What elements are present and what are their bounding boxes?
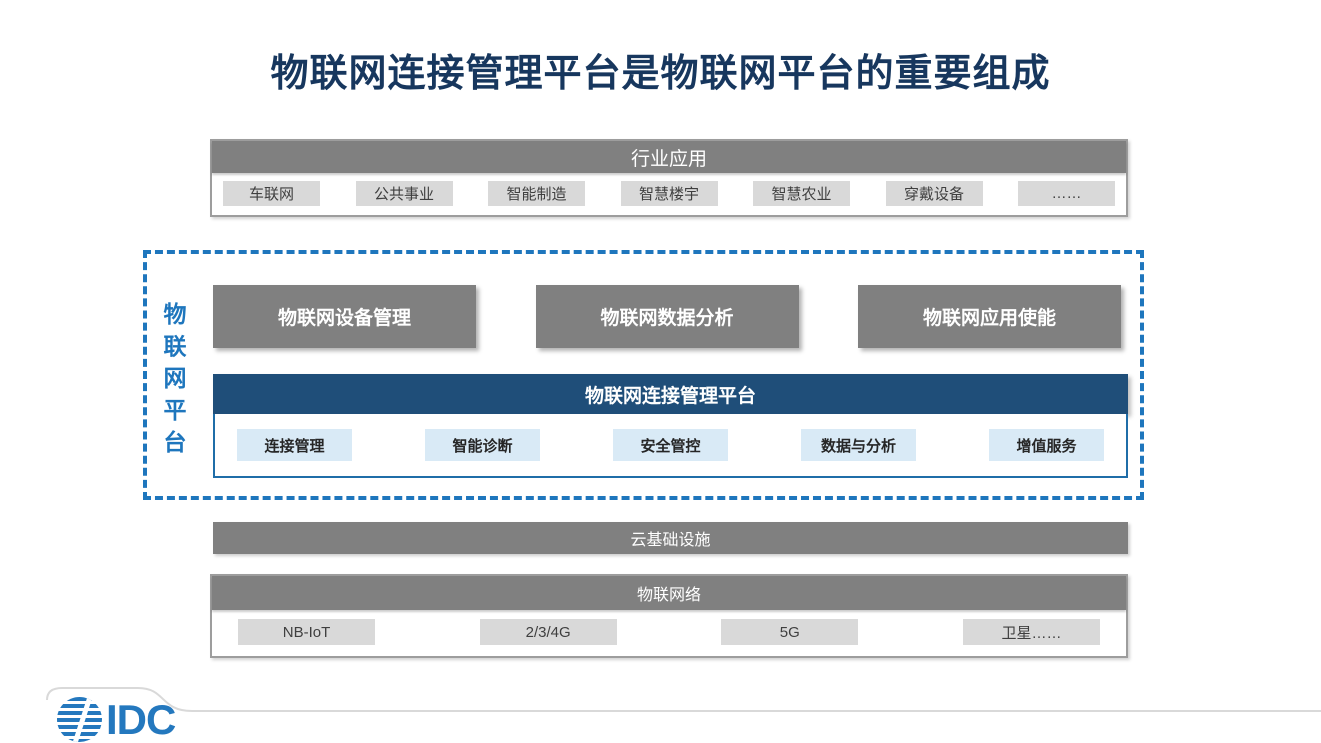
feature-smart-diagnosis: 智能诊断 <box>425 429 540 461</box>
iot-network-header: 物联网络 <box>212 576 1126 610</box>
connection-mgmt-platform-bar: 物联网连接管理平台 <box>213 374 1128 414</box>
iot-platform-modules: 物联网设备管理 物联网数据分析 物联网应用使能 <box>213 285 1121 348</box>
industry-apps-section: 行业应用 车联网 公共事业 智能制造 智慧楼宇 智慧农业 穿戴设备 …… <box>210 139 1128 217</box>
module-device-management: 物联网设备管理 <box>213 285 476 348</box>
industry-app-item-agriculture: 智慧农业 <box>753 180 850 206</box>
network-item-5g: 5G <box>721 619 859 645</box>
iot-platform-container: 物联网平台 物联网设备管理 物联网数据分析 物联网应用使能 物联网连接管理平台 … <box>143 250 1144 500</box>
industry-apps-header: 行业应用 <box>212 141 1126 173</box>
idc-logo: IDC <box>57 695 176 743</box>
iot-platform-label: 物联网平台 <box>160 302 186 462</box>
feature-data-analysis: 数据与分析 <box>801 429 916 461</box>
idc-logo-text: IDC <box>106 695 176 743</box>
module-data-analytics: 物联网数据分析 <box>535 285 799 348</box>
footer-divider-curve <box>46 687 1321 712</box>
iot-network-section: 物联网络 NB-IoT 2/3/4G 5G 卫星…… <box>210 574 1128 658</box>
network-item-234g: 2/3/4G <box>479 619 617 645</box>
industry-app-item-more: …… <box>1018 180 1115 206</box>
industry-app-item-buildings: 智慧楼宇 <box>620 180 718 206</box>
connection-mgmt-features: 连接管理 智能诊断 安全管控 数据与分析 增值服务 <box>213 414 1128 478</box>
cloud-infrastructure-bar: 云基础设施 <box>213 522 1128 554</box>
industry-app-item-manufacturing: 智能制造 <box>488 180 585 206</box>
idc-globe-icon <box>57 697 102 742</box>
feature-value-added-services: 增值服务 <box>989 429 1104 461</box>
industry-app-item-utilities: 公共事业 <box>355 180 453 206</box>
feature-security-control: 安全管控 <box>613 429 728 461</box>
network-item-satellite: 卫星…… <box>962 619 1100 645</box>
module-app-enablement: 物联网应用使能 <box>858 285 1121 348</box>
industry-app-item-wearables: 穿戴设备 <box>885 180 983 206</box>
iot-network-list: NB-IoT 2/3/4G 5G 卫星…… <box>212 610 1126 654</box>
industry-app-item-vehicle: 车联网 <box>223 180 320 206</box>
network-item-nbiot: NB-IoT <box>238 619 375 645</box>
page-title: 物联网连接管理平台是物联网平台的重要组成 <box>270 53 1051 95</box>
feature-connection-mgmt: 连接管理 <box>237 429 352 461</box>
industry-apps-list: 车联网 公共事业 智能制造 智慧楼宇 智慧农业 穿戴设备 …… <box>212 173 1126 213</box>
